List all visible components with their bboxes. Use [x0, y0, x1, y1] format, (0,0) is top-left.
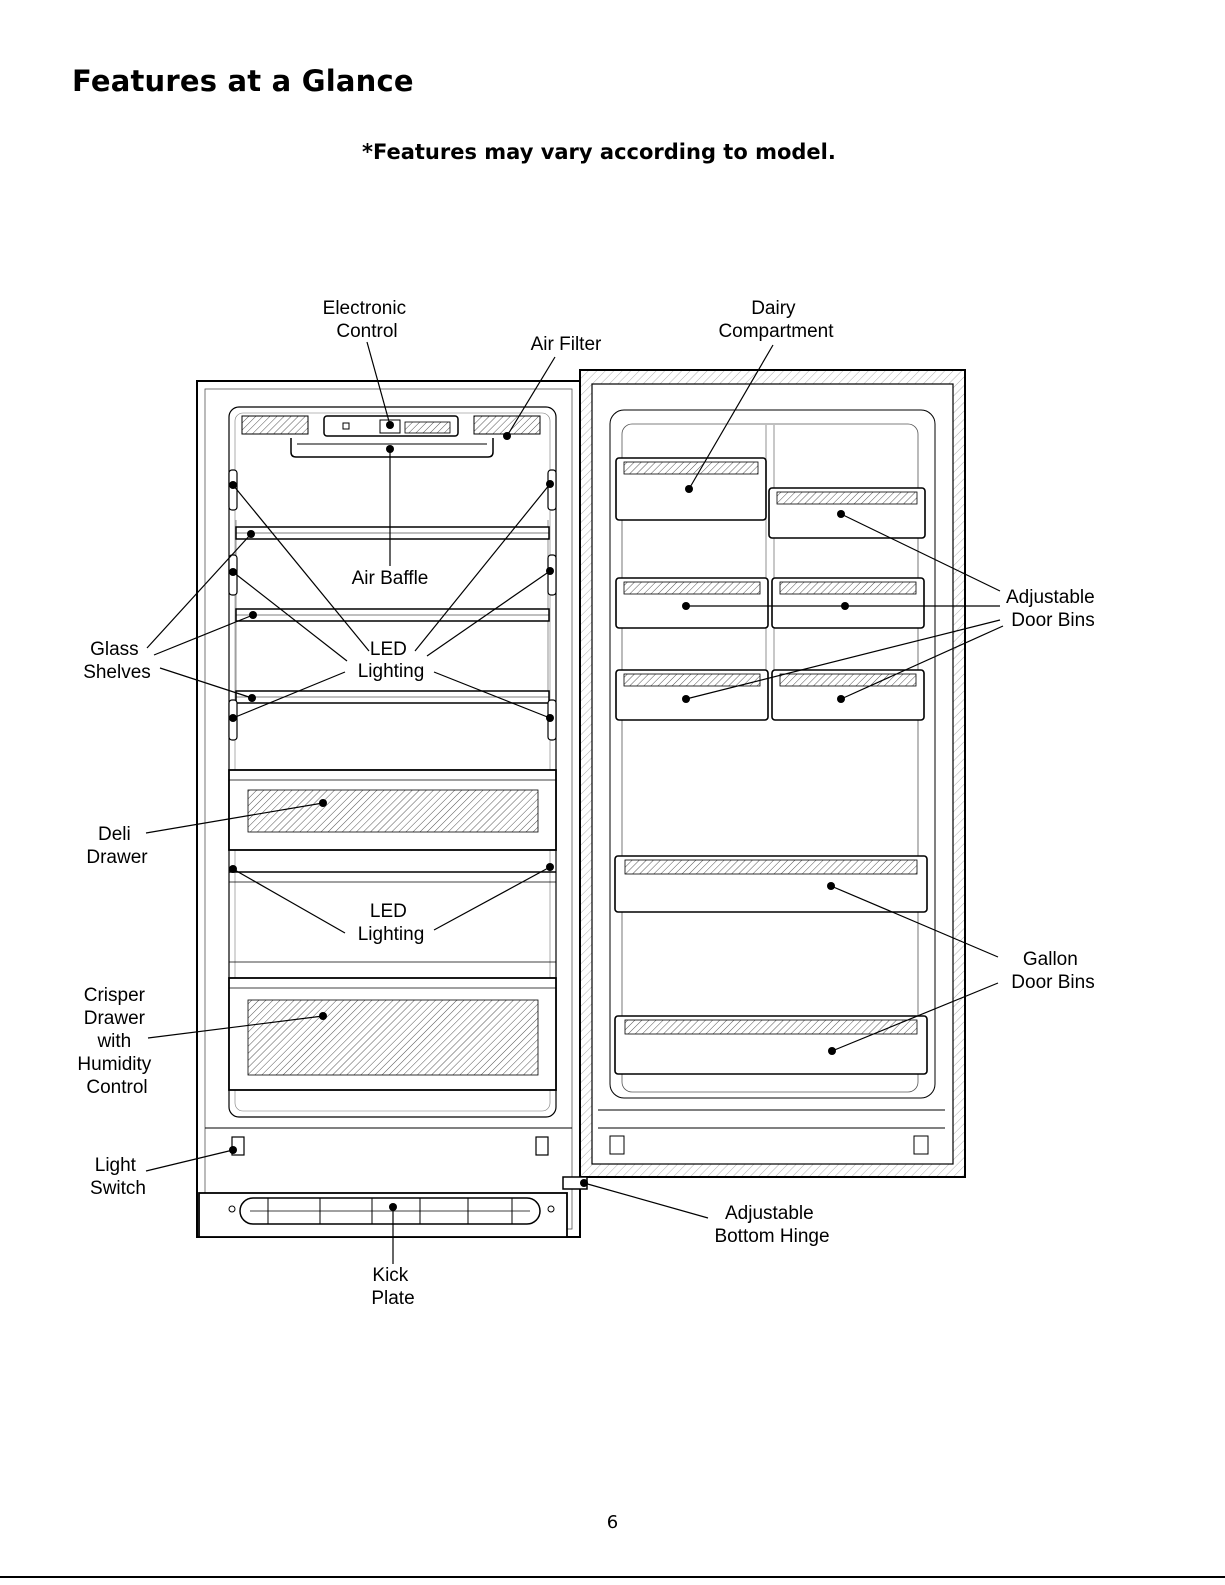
label-adjustable-door-bins: Adjustable Door Bins	[1006, 587, 1100, 631]
label-dairy-compartment: Dairy Compartment	[718, 298, 834, 342]
label-adjustable-bottom-hinge: Adjustable Bottom Hinge	[714, 1203, 829, 1247]
label-electronic-control: Electronic Control	[323, 298, 412, 342]
label-deli-drawer: Deli Drawer	[86, 824, 148, 868]
label-crisper-drawer: Crisper Drawer with Humidity Control	[77, 985, 156, 1098]
deli-drawer	[229, 770, 556, 850]
label-air-filter: Air Filter	[531, 334, 602, 355]
label-gallon-door-bins: Gallon Door Bins	[1011, 949, 1094, 993]
crisper-drawer	[229, 978, 556, 1090]
bottom-rule	[0, 1576, 1225, 1578]
kick-plate	[199, 1193, 567, 1237]
page-number: 6	[0, 1512, 1225, 1533]
label-kick-plate: Kick Plate	[371, 1265, 414, 1309]
label-glass-shelves: Glass Shelves	[83, 639, 151, 683]
label-light-switch: Light Switch	[90, 1155, 146, 1199]
label-air-baffle: Air Baffle	[352, 568, 429, 589]
